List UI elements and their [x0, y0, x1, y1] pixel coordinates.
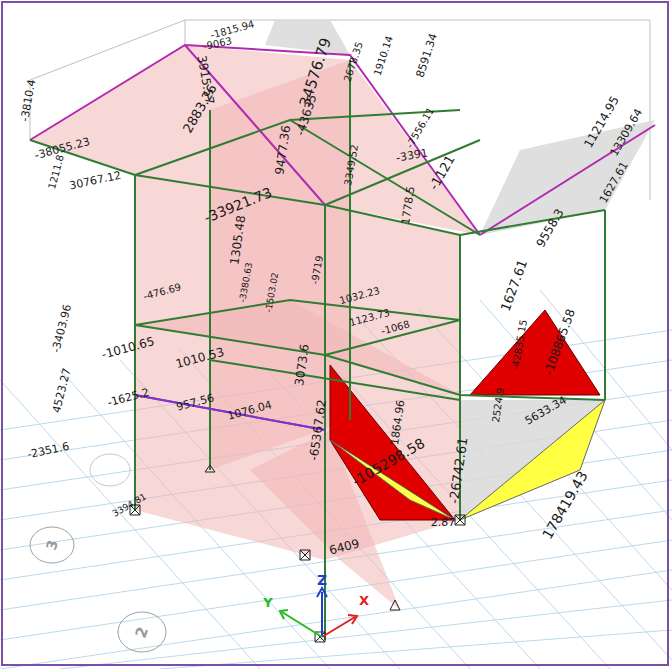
value-label: X — [359, 594, 369, 607]
value-label: 2.87 — [431, 517, 456, 528]
value-label: -3810.4 — [19, 78, 37, 122]
value-label: 1910.14 — [373, 35, 395, 77]
value-label: -2351.6 — [26, 440, 70, 460]
value-label: 1627.61 — [499, 258, 530, 313]
value-label: -3403.96 — [51, 303, 74, 354]
value-label: Z — [317, 573, 327, 587]
value-label: 3 — [44, 538, 60, 551]
value-label: Y — [263, 596, 272, 609]
value-label: 8591.34 — [415, 32, 440, 79]
value-label: 1211.8 — [47, 154, 66, 190]
value-label: 30767.12 — [68, 169, 122, 191]
value-label: 2 — [133, 625, 151, 640]
value-label: 4523.27 — [51, 367, 73, 414]
value-label: -1815.94 — [209, 19, 255, 40]
